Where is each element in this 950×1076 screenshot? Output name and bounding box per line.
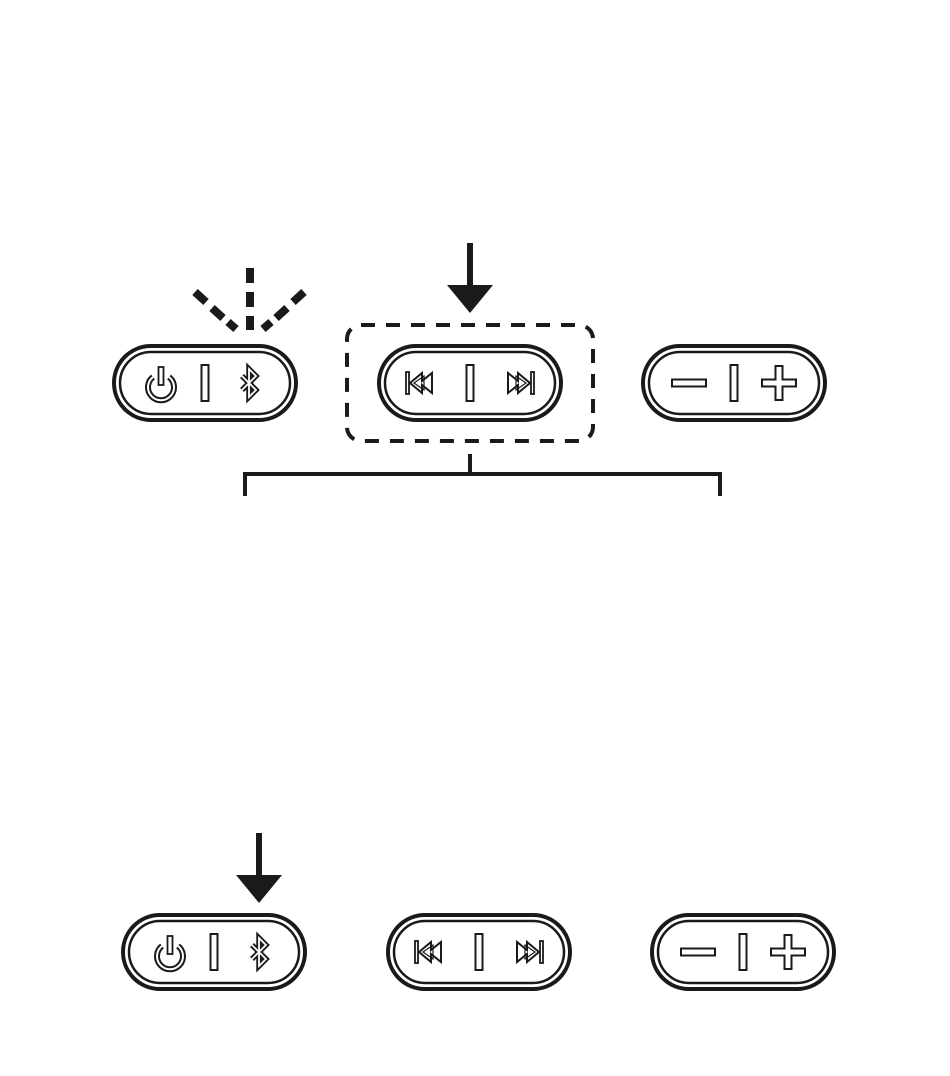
span-bracket [243, 454, 722, 496]
volume-up-icon [771, 935, 805, 969]
volume-up-icon [762, 366, 796, 400]
bluetooth-icon [252, 938, 266, 966]
volume-down-icon [672, 380, 706, 387]
power-bluetooth-button[interactable] [114, 346, 296, 420]
media-button[interactable] [379, 346, 561, 420]
press-arrow-down-icon [236, 833, 282, 903]
power-icon [148, 367, 174, 400]
press-arrow-down-icon [447, 243, 493, 313]
media-button[interactable] [388, 915, 570, 989]
next-track-icon [508, 372, 534, 394]
volume-button[interactable] [652, 915, 834, 989]
volume-down-icon [681, 949, 715, 956]
next-track-icon [517, 941, 543, 963]
previous-track-icon [415, 941, 441, 963]
power-icon [157, 936, 183, 969]
bluetooth-icon [242, 369, 256, 397]
power-bluetooth-button[interactable] [123, 915, 305, 989]
bluetooth-blink-indicator [195, 268, 304, 330]
top-panel [114, 243, 825, 496]
previous-track-icon [406, 372, 432, 394]
bottom-panel [123, 833, 834, 989]
volume-button[interactable] [643, 346, 825, 420]
